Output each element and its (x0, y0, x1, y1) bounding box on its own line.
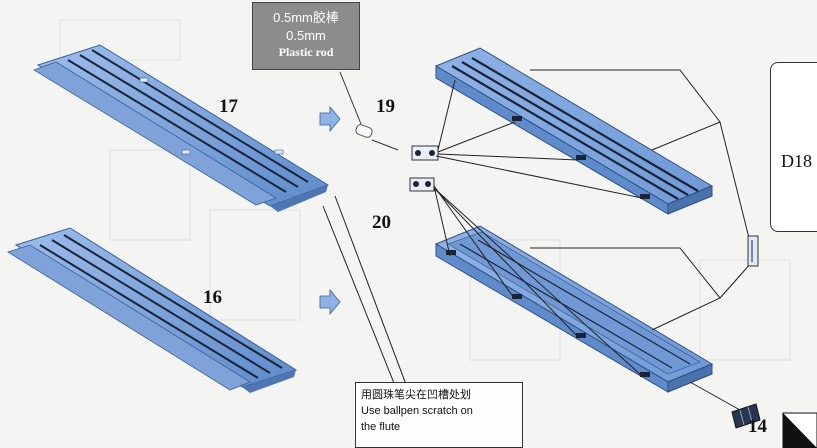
part-number-19: 19 (376, 96, 395, 117)
ballpen-scratch-note: 用圆珠笔尖在凹槽处划 Use ballpen scratch on the fl… (355, 382, 523, 448)
direction-arrow-lower (319, 288, 341, 316)
detail-d18-callout: D18 (770, 62, 817, 232)
detail-d18-label: D18 (781, 151, 812, 171)
page-corner-mark (782, 412, 817, 448)
side-fitting (747, 235, 759, 267)
note-cn: 用圆珠笔尖在凹槽处划 (361, 389, 471, 401)
part-17-plate (33, 44, 330, 212)
direction-arrow-upper (319, 105, 341, 133)
plastic-rod-callout: 0.5mm胶棒 0.5mm Plastic rod (252, 2, 360, 70)
part-number-14: 14 (748, 416, 767, 437)
note-en-line2: the flute (361, 421, 401, 433)
rod-label-size: 0.5mm (286, 28, 326, 43)
rod-label-cn: 0.5mm胶棒 (273, 10, 339, 25)
note-en-line1: Use ballpen scratch on (361, 405, 473, 417)
lower-channel-assembly (434, 225, 714, 393)
rod-label-en: Plastic rod (278, 45, 334, 59)
plastic-rod-piece (339, 71, 399, 151)
part-number-20: 20 (372, 212, 391, 233)
part-16-plate (7, 227, 298, 393)
part-20-bracket (409, 177, 435, 192)
part-14-piece (731, 403, 761, 429)
part-number-16: 16 (203, 287, 222, 308)
upper-channel-assembly (434, 47, 714, 215)
part-number-17: 17 (219, 96, 238, 117)
part-19-bracket (411, 145, 439, 161)
